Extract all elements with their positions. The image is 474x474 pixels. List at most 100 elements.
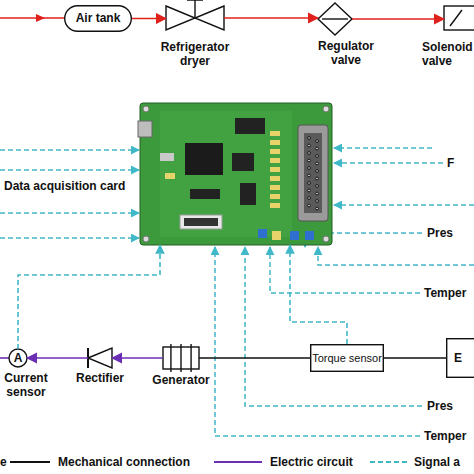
signal-line — [0, 149, 139, 151]
connector-pin — [316, 170, 319, 173]
solenoid-symbol — [444, 6, 474, 30]
mounting-hole — [323, 236, 329, 242]
node-label: Solenoid valve — [422, 40, 474, 68]
component — [165, 173, 175, 179]
connector-socket — [304, 133, 322, 213]
resistor-symbol — [270, 185, 280, 190]
connector-pin — [308, 144, 311, 147]
sensor-label: Temper — [424, 286, 466, 300]
terminal — [272, 231, 281, 240]
electric-wire — [27, 357, 88, 359]
sensor-label: F — [447, 156, 454, 170]
refrigerator-dryer-shape — [166, 6, 224, 30]
data-acquisition-card-shape — [140, 103, 332, 245]
process-box — [447, 339, 474, 378]
chip — [232, 153, 254, 171]
connector-pin — [316, 207, 319, 210]
pipe-line — [132, 18, 166, 20]
solenoid-symbol — [450, 10, 462, 26]
node-label: Regulator valve — [308, 39, 384, 67]
ammeter-symbol — [9, 349, 27, 367]
signal-line — [270, 247, 420, 293]
node-label: Torque sensor — [310, 344, 384, 372]
connector-pin — [308, 182, 311, 185]
resistor-symbol — [270, 203, 280, 208]
connector-pin — [316, 177, 319, 180]
refrigerator-dryer: Refrigerator dryer — [166, 6, 224, 30]
circuit-board — [140, 103, 332, 245]
regulator-valve: Regulator valve — [318, 3, 352, 35]
signal-line — [290, 245, 347, 344]
legend-line-sample — [370, 461, 408, 463]
terminal — [258, 229, 267, 238]
terminal — [290, 231, 299, 240]
mechanical-shaft — [199, 357, 310, 359]
node-label: A — [9, 349, 27, 367]
connector-pin — [308, 167, 311, 170]
solenoid-valve-shape — [444, 4, 474, 32]
generator-symbol — [170, 344, 171, 372]
connector-pin — [316, 200, 319, 203]
air-tank: Air tank — [64, 5, 132, 32]
node-caption: Current sensor — [0, 371, 52, 399]
pipe-line — [352, 18, 444, 20]
component — [160, 153, 174, 161]
connector-pin — [308, 197, 311, 200]
node-label: E — [454, 338, 474, 378]
chip — [190, 189, 220, 199]
valve-symbol — [166, 6, 195, 30]
electric-wire — [0, 357, 9, 359]
regulator-symbol — [318, 3, 352, 35]
torque-sensor: Torque sensor — [310, 344, 384, 372]
pipe-line — [224, 17, 318, 19]
rectifier-shape — [88, 348, 112, 368]
connector-pin — [308, 159, 311, 162]
resistor-symbol — [270, 149, 280, 154]
node-label: Generator — [143, 373, 219, 387]
valve-symbol — [195, 6, 224, 30]
connector-pin — [316, 140, 319, 143]
signal-line — [334, 162, 443, 164]
diode-symbol — [88, 348, 112, 368]
sensor-label: Temper — [424, 429, 466, 443]
connector-pin — [316, 185, 319, 188]
process-box — [311, 345, 384, 372]
chip — [240, 183, 256, 205]
mounting-hole — [143, 106, 149, 112]
connector-pin — [316, 147, 319, 150]
mounting-hole — [143, 236, 149, 242]
node-label: Refrigerator dryer — [146, 40, 244, 68]
solenoid-valve: Solenoid valve — [444, 4, 474, 32]
usb-port — [138, 121, 152, 137]
resistor-symbol — [270, 167, 280, 172]
sensor-label: Pres — [427, 399, 453, 413]
generator: Generator — [163, 344, 199, 372]
signal-line — [245, 247, 422, 406]
legend-text: Electric circuit — [270, 455, 353, 469]
signal-line — [0, 169, 139, 171]
connector-pin — [308, 174, 311, 177]
sensor-label: Pres — [427, 226, 453, 240]
node-label: Rectifier — [66, 371, 134, 385]
resistor-symbol — [270, 194, 280, 199]
signal-line — [318, 247, 474, 265]
db-connector — [298, 125, 328, 221]
data-acquisition-card: Data acquisition card — [140, 103, 332, 245]
legend-text: e — [0, 455, 7, 469]
signal-line — [0, 237, 139, 239]
connector-pin — [316, 155, 319, 158]
legend-text: Signal a — [414, 455, 460, 469]
signal-line — [0, 212, 139, 214]
resistor-symbol — [270, 158, 280, 163]
generator-shape — [163, 344, 199, 372]
main-chip — [185, 143, 223, 175]
board-area — [160, 111, 292, 237]
display — [184, 218, 218, 226]
regulator-symbol — [322, 18, 348, 19]
connector-pin — [316, 162, 319, 165]
mounting-hole — [323, 106, 329, 112]
pipe-line — [0, 17, 64, 19]
legend-line-sample — [10, 461, 50, 463]
rectifier: Rectifier — [88, 348, 112, 368]
